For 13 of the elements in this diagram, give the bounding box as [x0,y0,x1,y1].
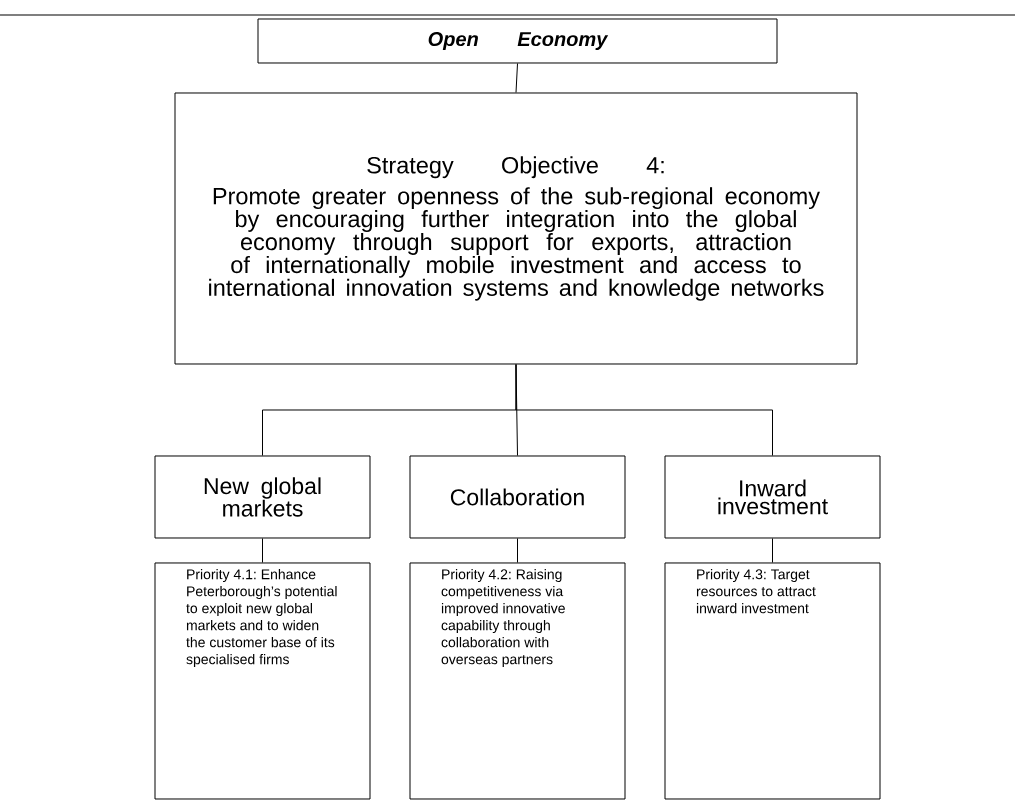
priority-box: Priority 4.3: Target resources to attract inward investment [664,562,881,800]
theme-box: Inward investment [664,455,881,539]
connector-line [262,538,263,563]
priority-box: Priority 4.2: Raising competitiveness via improved innovative capability through collaboration with overseas partners [409,562,626,800]
objective-box: Strategy Objective 4: Promote greater openness of the sub-regional economy by encouraging further integration into the global economy through support for exports, attraction of internationally mobile investment and access to international innovation systems and knowledge networks [174,92,858,365]
theme-box: New global markets [154,455,371,539]
connector-line [515,364,773,456]
theme-box: Collaboration [409,455,626,539]
connector-line [772,538,773,563]
title-box: Open Economy [257,18,778,64]
connector-line [517,538,518,563]
connector-line [515,63,518,93]
priority-box: Priority 4.1: Enhance Peterborough’s potential to exploit new global markets and to widen the customer base of its specialised firms [154,562,371,800]
